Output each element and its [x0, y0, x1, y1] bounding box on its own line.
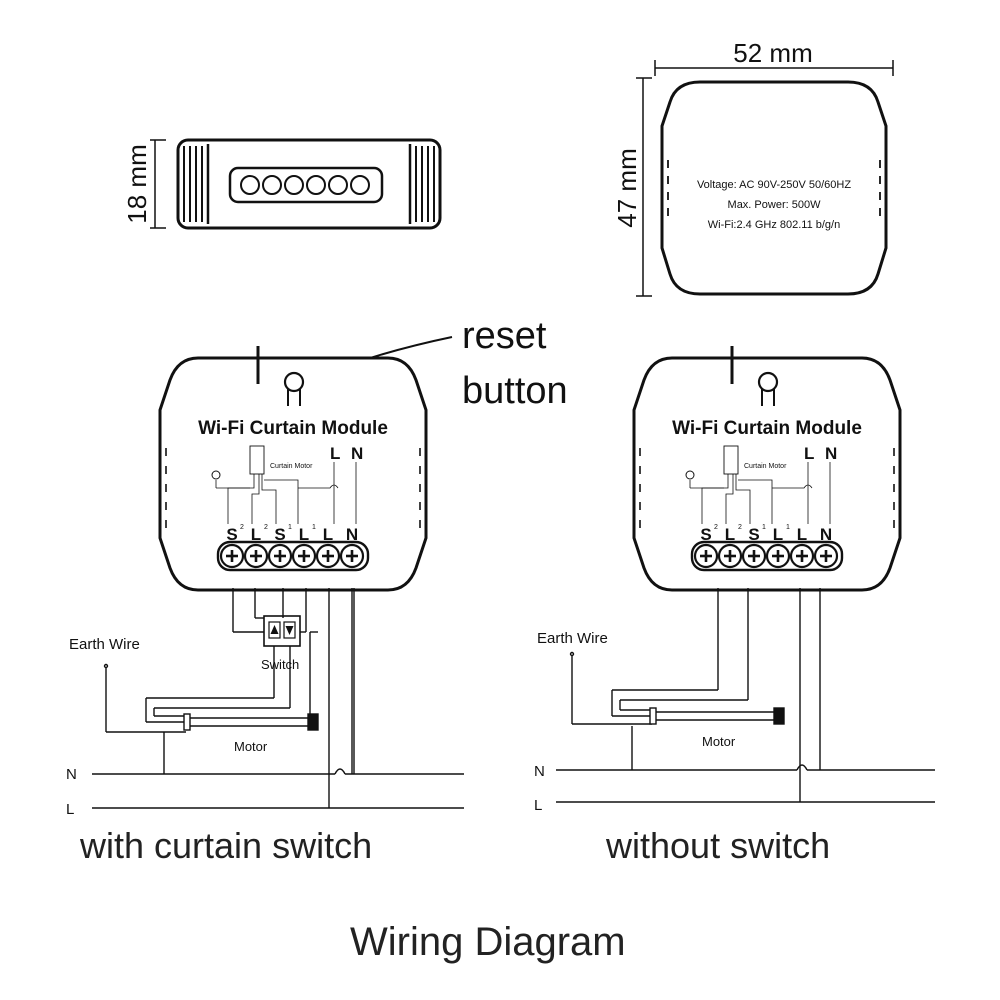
right-terminal-sup: 2	[738, 524, 742, 531]
right-terminal-label: N	[820, 525, 832, 544]
right-caption: without switch	[606, 825, 831, 866]
right-terminal-label: S	[748, 525, 759, 544]
right-terminal-sup: 1	[762, 524, 766, 531]
right-curtain-motor-label: Curtain Motor	[744, 463, 787, 470]
right-top-n-label: N	[825, 444, 837, 463]
left-module-title: Wi-Fi Curtain Module	[198, 418, 388, 439]
right-top-l-label: L	[804, 444, 814, 463]
reset-label-line1: reset	[462, 315, 547, 357]
height-dimension: 47 mm	[612, 148, 642, 227]
right-module-body	[632, 356, 902, 592]
right-terminal-label: S	[700, 525, 711, 544]
left-top-l-label: L	[330, 444, 340, 463]
left-motor	[183, 713, 319, 731]
left-module-body	[158, 356, 428, 592]
spec-voltage: Voltage: AC 90V-250V 50/60HZ	[697, 179, 851, 191]
right-earth-wire-label: Earth Wire	[537, 630, 608, 647]
left-terminal-label: S	[226, 525, 237, 544]
right-n-label: N	[534, 763, 545, 780]
right-terminal-sup: 2	[714, 524, 718, 531]
right-l-label: L	[534, 797, 542, 814]
left-switch-arrows	[268, 621, 296, 639]
left-terminal-label: L	[299, 525, 309, 544]
left-wiring	[92, 588, 464, 809]
depth-dimension: 18 mm	[122, 144, 152, 223]
left-n-label: N	[66, 766, 77, 783]
left-top-n-label: N	[351, 444, 363, 463]
right-reset-button[interactable]	[757, 371, 779, 393]
left-motor-label: Motor	[234, 739, 268, 754]
left-curtain-motor-label: Curtain Motor	[270, 463, 313, 470]
width-dimension: 52 mm	[733, 38, 812, 68]
left-terminal-sup: 2	[240, 524, 244, 531]
diagram-title: Wiring Diagram	[350, 920, 626, 964]
left-caption: with curtain switch	[80, 825, 373, 866]
left-terminal-label: N	[346, 525, 358, 544]
right-ground-icon	[685, 470, 695, 480]
left-reset-button[interactable]	[283, 371, 305, 393]
right-wiring	[556, 588, 935, 803]
right-motor-label: Motor	[702, 734, 736, 749]
left-terminal-sup: 2	[264, 524, 268, 531]
right-motor	[649, 707, 785, 725]
left-terminal-label: S	[274, 525, 285, 544]
left-terminal-sup: 1	[312, 524, 316, 531]
right-terminal-sup: 1	[786, 524, 790, 531]
left-terminal-label: L	[323, 525, 333, 544]
side-view	[150, 138, 442, 230]
top-view	[636, 60, 894, 297]
left-earth-wire-label: Earth Wire	[69, 636, 140, 653]
left-terminal-sup: 1	[288, 524, 292, 531]
left-switch-label: Switch	[261, 657, 299, 672]
spec-power: Max. Power: 500W	[728, 199, 822, 211]
right-module-title: Wi-Fi Curtain Module	[672, 418, 862, 439]
right-terminal-label: L	[797, 525, 807, 544]
right-terminal-label: L	[773, 525, 783, 544]
left-l-label: L	[66, 801, 74, 818]
spec-wifi: Wi-Fi:2.4 GHz 802.11 b/g/n	[708, 219, 840, 231]
left-ground-icon	[211, 470, 221, 480]
left-terminal-label: L	[251, 525, 261, 544]
reset-label-line2: button	[462, 370, 568, 412]
right-terminal-label: L	[725, 525, 735, 544]
